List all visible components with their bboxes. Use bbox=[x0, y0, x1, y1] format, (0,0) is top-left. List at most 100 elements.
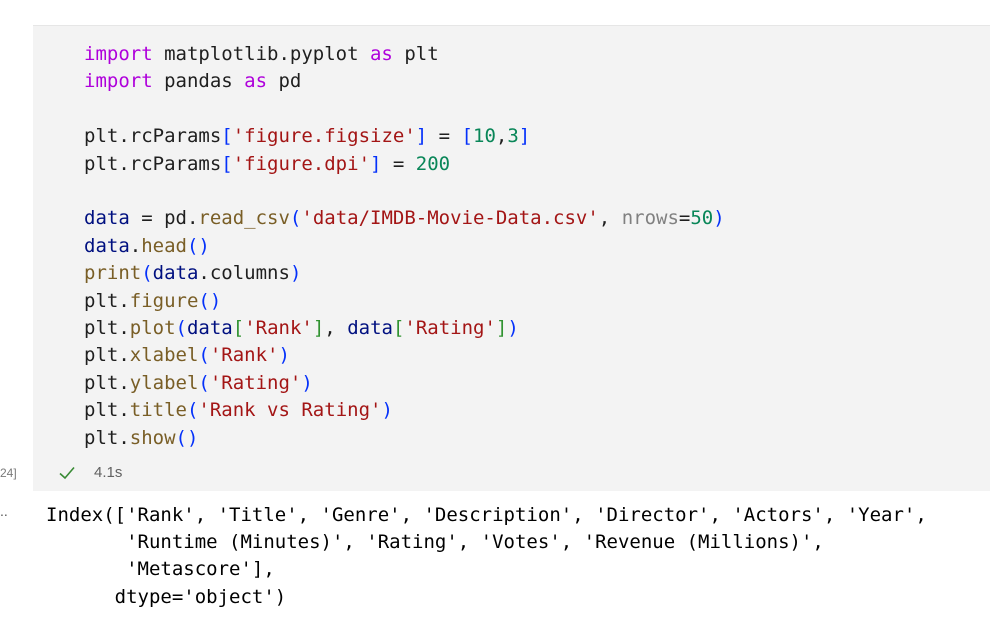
code-line: plt.rcParams['figure.figsize'] = [10,3] bbox=[84, 123, 530, 150]
code-token: 200 bbox=[415, 152, 451, 175]
code-token: ) bbox=[301, 371, 313, 394]
code-token: .columns bbox=[198, 262, 290, 285]
cell-top-border bbox=[33, 25, 990, 26]
code-token: () bbox=[175, 426, 199, 449]
code-token: ) bbox=[507, 317, 519, 339]
code-line: plt.xlabel('Rank') bbox=[84, 342, 290, 369]
code-token: import bbox=[84, 43, 153, 65]
code-token: ] bbox=[495, 317, 508, 339]
check-icon bbox=[58, 464, 76, 482]
code-token: = bbox=[678, 207, 691, 230]
code-token: plt bbox=[392, 43, 439, 65]
code-token: plt. bbox=[84, 289, 130, 312]
code-token: () bbox=[198, 289, 222, 312]
code-token: ylabel bbox=[129, 371, 199, 394]
output-line: dtype='object') bbox=[46, 585, 287, 608]
execution-count: 24] bbox=[0, 466, 17, 480]
code-line: plt.show() bbox=[84, 425, 198, 452]
code-line: plt.title('Rank vs Rating') bbox=[84, 397, 393, 424]
code-token: ( bbox=[289, 207, 302, 230]
code-token: plt. bbox=[84, 317, 130, 339]
code-token: ] bbox=[518, 125, 531, 148]
code-token: data bbox=[84, 234, 130, 257]
code-token: 3 bbox=[507, 125, 519, 148]
code-token: plt. bbox=[84, 399, 130, 422]
code-token: ] bbox=[415, 125, 428, 148]
code-token: head bbox=[141, 234, 187, 257]
code-token: 'data/IMDB-Movie-Data.csv' bbox=[301, 207, 599, 230]
code-token: plt. bbox=[84, 344, 130, 367]
output-line: 'Metascore'], bbox=[46, 558, 275, 581]
code-line: import pandas as pd bbox=[84, 68, 301, 95]
code-token: ) bbox=[713, 207, 725, 230]
code-token: ) bbox=[381, 399, 393, 422]
code-token: plt.rcParams bbox=[84, 125, 222, 148]
code-line: print(data.columns) bbox=[84, 260, 301, 287]
code-token: ( bbox=[198, 344, 210, 367]
code-token: show bbox=[129, 426, 176, 449]
code-token: figure bbox=[129, 289, 199, 312]
code-line: plt.figure() bbox=[84, 288, 221, 315]
code-line: import matplotlib.pyplot as plt bbox=[84, 41, 439, 68]
code-token: data bbox=[152, 262, 199, 285]
code-line: data = pd.read_csv('data/IMDB-Movie-Data… bbox=[84, 205, 725, 232]
code-token: 'Rank' bbox=[244, 317, 313, 339]
code-token: ( bbox=[141, 262, 153, 285]
code-token: 10 bbox=[473, 125, 496, 148]
code-token: ] bbox=[312, 317, 325, 339]
code-token: plt. bbox=[84, 371, 130, 394]
code-token: 'figure.figsize' bbox=[232, 125, 416, 148]
code-token: ( bbox=[186, 399, 199, 422]
code-token: 'figure.dpi' bbox=[232, 152, 371, 175]
code-token: [ bbox=[232, 317, 245, 339]
code-token: ] bbox=[370, 152, 382, 175]
code-token: 'Rating' bbox=[404, 317, 496, 339]
code-token: data bbox=[347, 317, 393, 339]
code-token: data bbox=[186, 317, 233, 339]
code-token: pandas bbox=[152, 70, 245, 93]
code-token: xlabel bbox=[129, 344, 199, 367]
code-token: , bbox=[495, 125, 508, 148]
code-token: ( bbox=[198, 371, 210, 394]
output-collapse-toggle[interactable]: .. bbox=[0, 503, 8, 519]
code-line: plt.ylabel('Rating') bbox=[84, 370, 313, 397]
code-token: pd bbox=[267, 70, 302, 93]
code-token: ( bbox=[175, 317, 187, 339]
code-token: , bbox=[324, 317, 348, 339]
code-line: plt.plot(data['Rank'], data['Rating']) bbox=[84, 315, 519, 342]
code-token: [ bbox=[221, 152, 233, 175]
output-line: Index(['Rank', 'Title', 'Genre', 'Descri… bbox=[46, 504, 927, 526]
code-token: plot bbox=[129, 317, 176, 339]
code-token: 'Rank' bbox=[209, 344, 279, 367]
code-token: [ bbox=[461, 125, 473, 148]
code-token: as bbox=[369, 43, 393, 65]
code-token: print bbox=[84, 262, 142, 285]
code-token: [ bbox=[392, 317, 405, 339]
code-token: import bbox=[84, 70, 153, 93]
code-token: plt. bbox=[84, 426, 130, 449]
code-token: ) bbox=[278, 344, 290, 367]
code-token: title bbox=[129, 399, 187, 422]
code-token: = bbox=[427, 125, 462, 148]
code-token: = pd. bbox=[129, 207, 199, 230]
code-token: , bbox=[598, 207, 622, 230]
code-token: matplotlib.pyplot bbox=[152, 43, 370, 65]
execution-time: 4.1s bbox=[94, 464, 123, 481]
code-token: data bbox=[84, 207, 130, 230]
code-token: as bbox=[244, 70, 268, 93]
code-token: () bbox=[186, 234, 210, 257]
code-cell[interactable] bbox=[33, 26, 990, 491]
code-token: 'Rank vs Rating' bbox=[198, 399, 382, 422]
code-token: read_csv bbox=[198, 207, 290, 230]
code-token: ) bbox=[289, 262, 302, 285]
code-token: . bbox=[129, 234, 142, 257]
code-token: 'Rating' bbox=[209, 371, 302, 394]
code-token: = bbox=[381, 152, 416, 175]
output-line: 'Runtime (Minutes)', 'Rating', 'Votes', … bbox=[46, 531, 824, 554]
code-line: plt.rcParams['figure.dpi'] = 200 bbox=[84, 151, 450, 178]
code-token: nrows bbox=[621, 207, 679, 230]
code-token: [ bbox=[221, 125, 233, 148]
code-token: plt.rcParams bbox=[84, 152, 222, 175]
code-token: 50 bbox=[690, 207, 714, 230]
code-line: data.head() bbox=[84, 233, 210, 260]
